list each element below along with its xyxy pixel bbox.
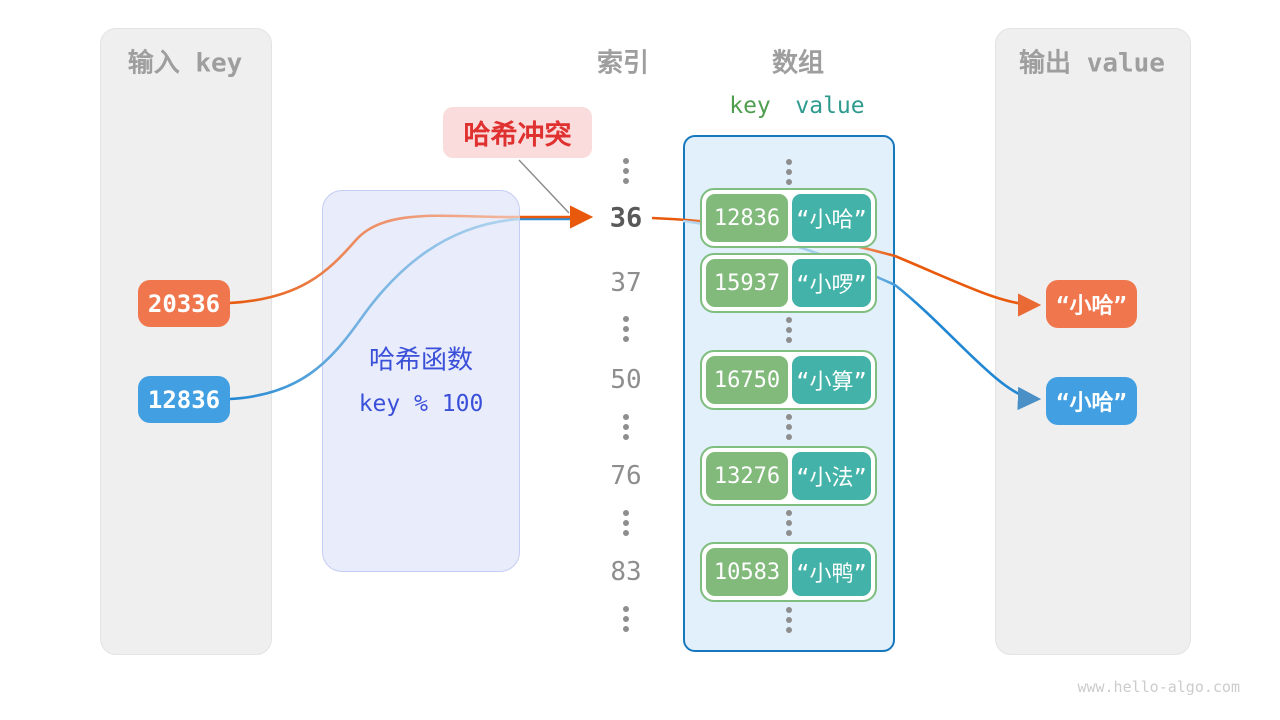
pair-key: 15937 (706, 259, 789, 307)
index-ellipsis (623, 510, 629, 536)
pair-value: “小法” (792, 452, 871, 500)
value-column-header: value (795, 93, 865, 119)
pair-key: 12836 (706, 194, 789, 242)
array-ellipsis (786, 317, 792, 343)
bucket-pair-13276: 13276 “小法” (700, 446, 877, 506)
index-ellipsis (623, 414, 629, 440)
array-ellipsis-bottom (786, 607, 792, 633)
index-ellipsis (623, 316, 629, 342)
bucket-pair-16750: 16750 “小算” (700, 350, 877, 410)
pair-value: “小算” (792, 356, 871, 404)
output-value-orange: “小哈” (1046, 280, 1137, 328)
array-ellipsis (786, 510, 792, 536)
index-76: 76 (610, 461, 642, 491)
array-ellipsis (786, 414, 792, 440)
index-ellipsis-bottom (623, 606, 629, 632)
index-column-title: 索引 (596, 47, 650, 78)
input-key-12836: 12836 (138, 376, 230, 423)
bucket-pair-10583: 10583 “小鸭” (700, 542, 877, 602)
pair-key: 16750 (706, 356, 789, 404)
index-36: 36 (609, 202, 643, 234)
output-value-blue: “小哈” (1046, 377, 1137, 425)
index-37: 37 (610, 268, 642, 298)
hash-collision-label: 哈希冲突 (443, 107, 592, 158)
array-column-title: 数组 (771, 47, 825, 78)
pair-key: 13276 (706, 452, 789, 500)
output-panel-title: 输出 value (1019, 48, 1165, 79)
array-ellipsis-top (786, 159, 792, 185)
pair-value: “小鸭” (792, 548, 871, 596)
input-key-20336: 20336 (138, 280, 230, 327)
pair-value: “小哈” (792, 194, 871, 242)
hash-function-title: 哈希函数 (368, 344, 474, 375)
key-column-header: key (729, 93, 771, 119)
hash-function-formula: key % 100 (358, 391, 484, 417)
input-panel-title: 输入 key (127, 48, 243, 79)
watermark-url: www.hello-algo.com (1077, 678, 1240, 696)
pair-value: “小啰” (792, 259, 871, 307)
bucket-pair-12836: 12836 “小哈” (700, 188, 877, 248)
index-83: 83 (610, 557, 642, 587)
bucket-pair-15937: 15937 “小啰” (700, 253, 877, 313)
pair-key: 10583 (706, 548, 789, 596)
index-ellipsis-top (623, 158, 629, 184)
index-50: 50 (610, 365, 642, 395)
